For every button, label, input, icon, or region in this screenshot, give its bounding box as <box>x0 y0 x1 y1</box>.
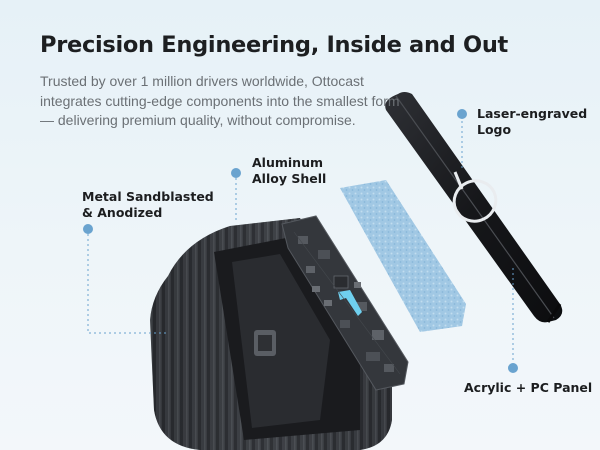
thermal-pad <box>340 180 466 332</box>
logo-circle-mark <box>452 171 498 223</box>
callout-acrylic-pc-panel: Acrylic + PC Panel <box>464 380 592 396</box>
page-title: Precision Engineering, Inside and Out <box>40 32 509 58</box>
callout-laser-engraved-logo: Laser-engraved Logo <box>477 106 600 138</box>
leader-lines <box>87 116 514 366</box>
callout-label: Laser-engraved Logo <box>477 106 588 137</box>
circuit-board <box>281 215 409 391</box>
callout-label: Metal Sandblasted & Anodized <box>82 189 214 220</box>
callout-aluminum-alloy-shell: Aluminum Alloy Shell <box>252 155 332 187</box>
callout-label: Aluminum Alloy Shell <box>252 155 327 186</box>
callout-dots <box>83 109 518 373</box>
callout-metal-sandblasted: Metal Sandblasted & Anodized <box>82 189 227 221</box>
acrylic-pc-panel <box>385 92 563 323</box>
description-text: Trusted by over 1 million drivers worldw… <box>40 73 400 128</box>
callout-label: Acrylic + PC Panel <box>464 380 593 395</box>
